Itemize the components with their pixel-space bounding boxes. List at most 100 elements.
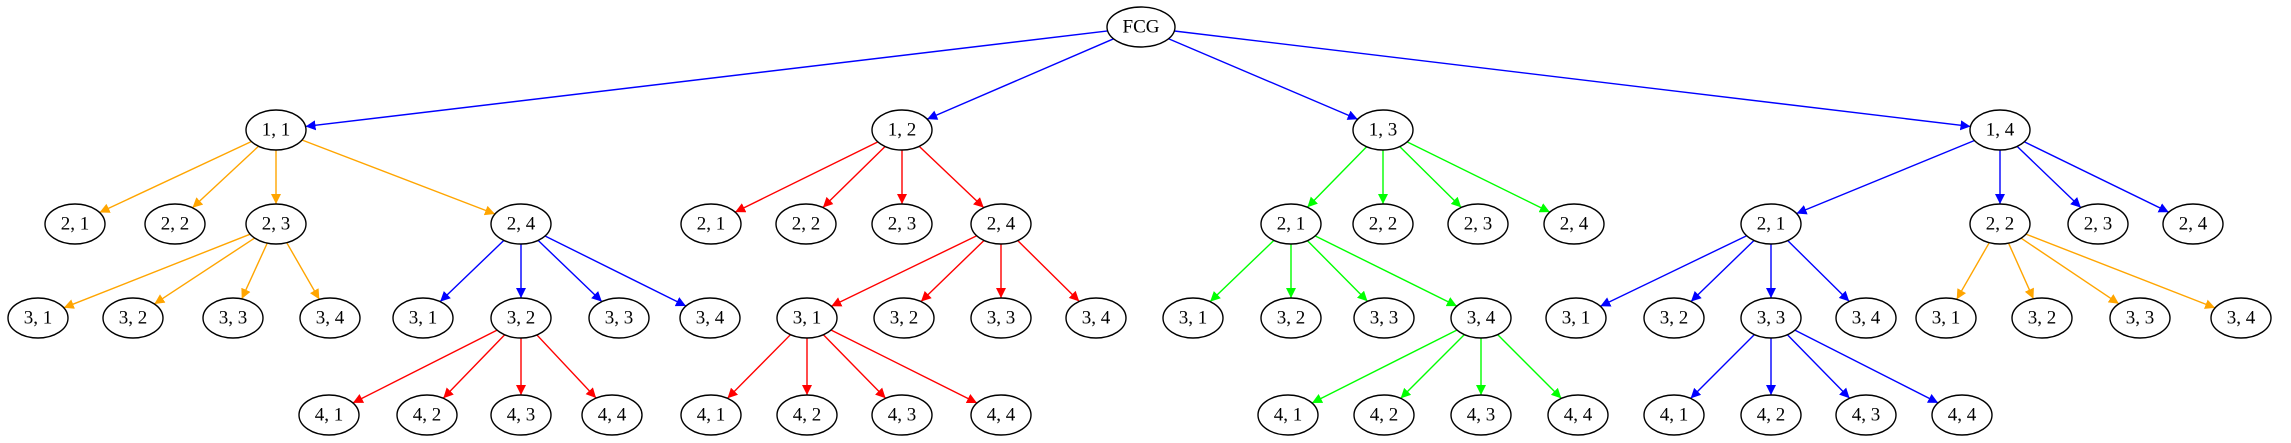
edge-a4_21_33-to-a4_33_41 [1690,334,1755,399]
node-ellipse [7,297,69,339]
edge-a2_24_31-to-a2_31_43 [822,334,887,399]
edge-layer [63,30,2216,404]
node-label: 4, 2 [1757,405,1786,426]
node-label: 1, 3 [1369,120,1398,141]
node-ellipse [1162,297,1224,339]
edge-a3-to-a3_24 [1406,141,1551,213]
tree-node-a1-32-43: 4, 3 [490,394,552,436]
edge-a3-to-a3_23 [1399,146,1462,208]
tree-node-a4-24: 2, 4 [2162,203,2224,245]
edge-a2_24_31-to-a2_31_41 [727,334,791,399]
tree-node-a1-32-44: 4, 4 [581,394,643,436]
node-label: 3, 1 [409,308,438,329]
edge-a1_23-to-a1_23_34 [286,242,320,300]
edge [1956,242,1990,300]
node-label: 3, 4 [316,308,345,329]
tree-node-a4-22-33: 3, 3 [2109,297,2171,339]
tree-node-a1-23-34: 3, 4 [299,297,361,339]
tree-node-a4-22-32: 3, 2 [2011,297,2073,339]
node-ellipse [970,203,1032,245]
edge-root-to-a4 [1174,30,1971,131]
tree-node-a1: 1, 1 [245,109,307,151]
node-label: 3, 3 [2126,308,2155,329]
edge [536,334,597,399]
edge-a3_21-to-a3_21_34 [1314,235,1458,307]
edge-a4_22-to-a4_22_33 [2020,237,2120,305]
node-ellipse [1260,203,1322,245]
node-ellipse [871,109,933,151]
edge [1786,334,1851,399]
edge [734,141,879,213]
edge-a1_24-to-a1_24_31 [439,239,505,303]
edge-a4_21_33-to-a4_33_44 [1794,329,1939,404]
edge [830,329,978,404]
edge [918,145,985,209]
edge [439,239,505,303]
node-label: 3, 1 [24,308,53,329]
tree-node-a2-24: 2, 4 [970,203,1032,245]
tree-node-a3-23: 2, 3 [1447,203,1509,245]
node-ellipse [970,297,1032,339]
tree-node-a1-24-31: 3, 1 [392,297,454,339]
node-label: 3, 3 [605,308,634,329]
tree-node-a4-33-41: 4, 1 [1643,394,1705,436]
edge [830,235,978,307]
node-label: 3, 4 [1852,308,1881,329]
edge [2016,145,2082,209]
tree-node-a4-22-31: 3, 1 [1915,297,1977,339]
node-ellipse [1257,394,1319,436]
node-label: 2, 3 [888,214,917,235]
tree-node-a3-34-44: 4, 4 [1547,394,1609,436]
tree-node-a2-31-41: 4, 1 [680,394,742,436]
node-ellipse [1260,297,1322,339]
edge [822,334,887,399]
edge [1794,329,1939,404]
edge-a1-to-a1_24 [301,139,496,216]
node-label: 2, 1 [61,214,90,235]
node-label: 4, 4 [598,405,627,426]
node-label: 4, 2 [1370,405,1399,426]
edge-a4_21-to-a4_21_34 [1787,240,1850,302]
edge-a4_21-to-a4_21_32 [1690,239,1755,303]
node-ellipse [490,203,552,245]
node-label: 4, 3 [1852,405,1881,426]
node-label: 3, 3 [987,308,1016,329]
tree-node-a2-22: 2, 2 [775,203,837,245]
tree-node-a3-24: 2, 4 [1543,203,1605,245]
node-label: 4, 2 [413,405,442,426]
node-ellipse [873,297,935,339]
node-label: 3, 2 [1660,308,1689,329]
node-label: 1, 4 [1986,120,2015,141]
tree-node-a4-22-34: 3, 4 [2210,297,2272,339]
tree-node-a3-34-42: 4, 2 [1353,394,1415,436]
node-ellipse [2210,297,2272,339]
tree-node-a3-21: 2, 1 [1260,203,1322,245]
tree-node-a2: 1, 2 [871,109,933,151]
node-ellipse [970,394,1032,436]
edge [1017,240,1080,302]
node-ellipse [1545,297,1607,339]
tree-node-a1-24-34: 3, 4 [679,297,741,339]
node-label: 4, 3 [507,405,536,426]
edge [1306,146,1368,208]
edge-a4_22-to-a4_22_32 [2007,242,2035,300]
node-ellipse [1547,394,1609,436]
edge [926,38,1114,120]
node-label: 4, 2 [793,405,822,426]
tree-node-a3-22: 2, 2 [1352,203,1414,245]
node-label: 4, 4 [1564,405,1593,426]
tree-node-a3-34-41: 4, 1 [1257,394,1319,436]
edge-a2-to-a2_24 [918,145,985,209]
node-label: 3, 1 [793,308,822,329]
node-label: 3, 3 [219,308,248,329]
edge [2007,242,2035,300]
node-ellipse [1969,203,2031,245]
node-ellipse [871,394,933,436]
node-label: 2, 4 [507,214,536,235]
edge [1796,139,1975,215]
node-label: 2, 4 [2179,214,2208,235]
edge-a2_24-to-a2_24_31 [830,235,978,307]
edge [1307,240,1368,302]
edge-a1_23-to-a1_23_33 [241,242,268,300]
node-label: 3, 1 [1562,308,1591,329]
